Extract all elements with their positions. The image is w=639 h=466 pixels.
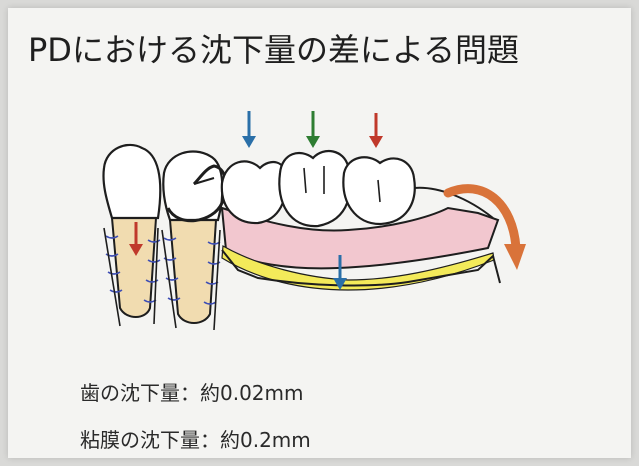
artificial-tooth-1 bbox=[222, 161, 286, 223]
anterior-tooth-crown bbox=[103, 145, 160, 218]
red-force-arrow-1 bbox=[369, 113, 383, 148]
artificial-tooth-2 bbox=[279, 151, 350, 226]
blue-force-arrow-1 bbox=[242, 111, 256, 148]
slide: PDにおける沈下量の差による問題 bbox=[8, 8, 631, 458]
root-abutment bbox=[170, 220, 216, 323]
mucosa-settlement-text: 粘膜の沈下量：約0.2mm bbox=[80, 424, 311, 453]
abutment-tooth-crown bbox=[163, 151, 222, 220]
green-force-arrow bbox=[306, 111, 320, 148]
tooth-settlement-text: 歯の沈下量：約0.02mm bbox=[80, 377, 304, 406]
